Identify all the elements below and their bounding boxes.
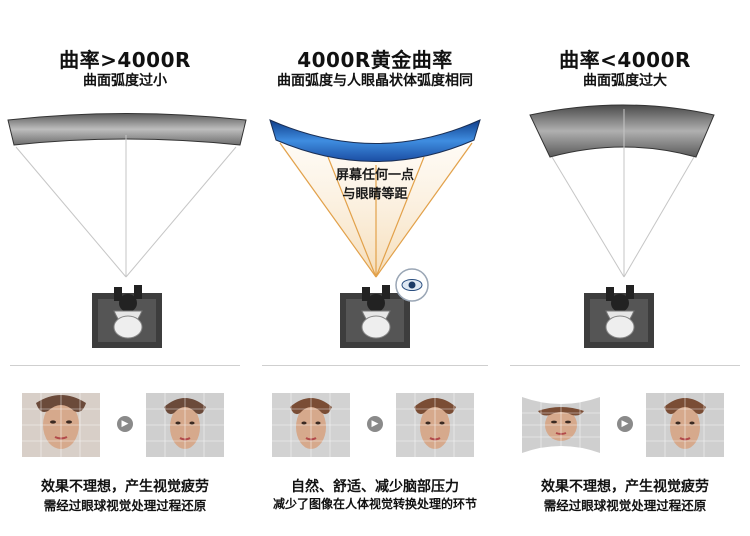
divider <box>510 365 740 366</box>
panel-curvature-too-small: 曲率>4000R 曲面弧度过小 <box>0 0 250 536</box>
curved-screen <box>7 113 247 146</box>
note-line: 屏幕任何一点 <box>335 168 414 183</box>
face-image <box>272 393 350 457</box>
curved-monitor-diagram <box>269 119 481 348</box>
play-arrow-icon: ▶ <box>117 416 133 432</box>
panel-subtitle: 曲面弧度过大 <box>583 73 667 89</box>
play-arrow-icon: ▶ <box>617 416 633 432</box>
play-arrow-icon: ▶ <box>367 416 383 432</box>
panel-caption-sub: 需经过眼球视觉处理过程还原 <box>543 498 707 513</box>
panel-caption-sub: 减少了图像在人体视觉转换处理的环节 <box>272 497 477 511</box>
equidistance-note: 屏幕任何一点 与眼睛等距 <box>250 166 500 204</box>
panel-golden-curvature: 4000R黄金曲率 曲面弧度与人眼晶状体弧度相同 <box>250 0 500 536</box>
panel-caption-main: 自然、舒适、减少脑部压力 <box>291 479 459 495</box>
curved-monitor-diagram <box>529 104 715 348</box>
restored-face-image <box>646 393 724 457</box>
panel-caption-sub: 需经过眼球视觉处理过程还原 <box>43 498 207 513</box>
divider <box>10 365 240 366</box>
panel-subtitle: 曲面弧度与人眼晶状体弧度相同 <box>277 73 473 89</box>
viewer-at-desk <box>584 285 654 348</box>
panel-title: 曲率<4000R <box>559 48 691 72</box>
curved-screen <box>269 119 481 162</box>
panel-curvature-too-large: 曲率<4000R 曲面弧度过大 <box>500 0 750 536</box>
panel-subtitle: 曲面弧度过小 <box>83 73 167 89</box>
viewer-at-desk <box>92 285 162 348</box>
distorted-face-image <box>22 393 100 457</box>
distorted-face-image <box>522 393 600 457</box>
restored-face-image <box>146 393 224 457</box>
panel-caption-main: 效果不理想，产生视觉疲劳 <box>41 479 209 495</box>
sightline <box>551 156 625 278</box>
sightline <box>125 146 237 278</box>
sightline <box>623 156 695 278</box>
curved-monitor-diagram <box>7 113 247 348</box>
sightline <box>15 146 127 278</box>
viewer-at-desk <box>340 285 410 348</box>
face-image <box>396 393 474 457</box>
divider <box>262 365 488 366</box>
eye-icon <box>395 268 429 302</box>
panel-caption-main: 效果不理想，产生视觉疲劳 <box>541 479 709 495</box>
curved-screen <box>529 104 715 158</box>
panel-title: 4000R黄金曲率 <box>297 48 453 72</box>
panel-title: 曲率>4000R <box>59 48 191 72</box>
note-line: 与眼睛等距 <box>342 187 408 202</box>
